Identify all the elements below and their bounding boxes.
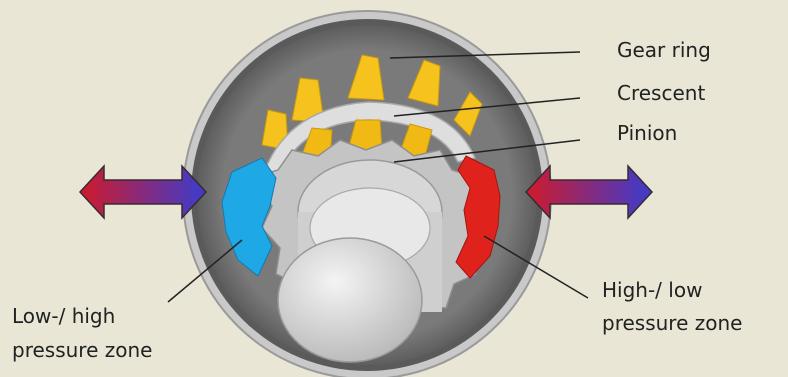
- leader-crescent: [393, 97, 581, 117]
- leader-gear-ring: [389, 51, 581, 59]
- leader-low-zone: [167, 239, 243, 303]
- low-pressure-zone: [221, 157, 277, 277]
- leader-pinion: [393, 139, 581, 163]
- gear-ring-teeth: [261, 54, 483, 151]
- shaft-face: [277, 237, 423, 363]
- gear-ring-label: Gear ring: [617, 38, 711, 62]
- right-flow-arrow: [524, 164, 654, 220]
- left-zone-label-line2: pressure zone: [12, 338, 153, 362]
- left-zone-label-line1: Low-/ high: [12, 304, 116, 328]
- right-zone-label-line1: High-/ low: [602, 278, 703, 302]
- left-flow-arrow: [78, 164, 208, 220]
- pinion-label: Pinion: [617, 121, 678, 145]
- right-zone-label-line2: pressure zone: [602, 311, 743, 335]
- high-pressure-zone: [455, 155, 501, 279]
- crescent-label: Crescent: [617, 81, 706, 105]
- leader-high-zone: [483, 235, 589, 299]
